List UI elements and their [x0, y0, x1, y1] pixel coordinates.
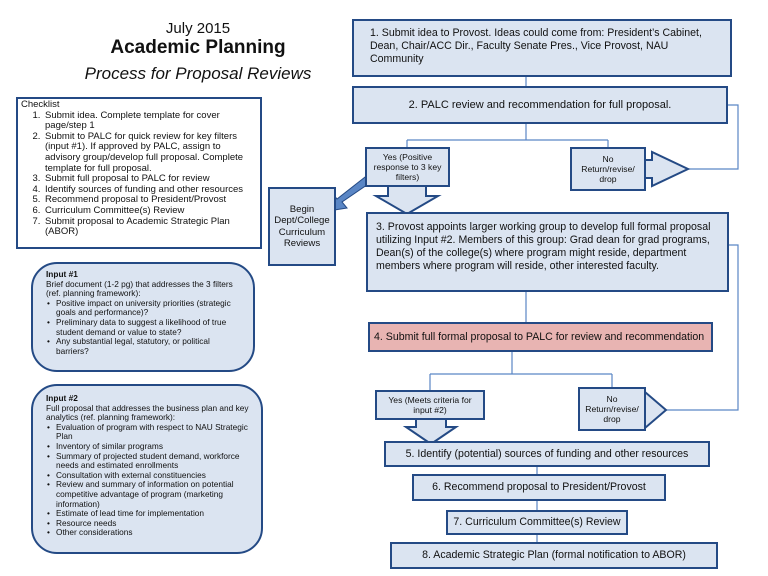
yes-arrow-down — [402, 418, 460, 446]
step-4-text: 4. Submit full formal proposal to PALC f… — [374, 330, 705, 343]
input1-box: Input #1 Brief document (1-2 pg) that ad… — [31, 262, 255, 372]
decision-yes-2-text: Yes (Meets criteria for input #2) — [388, 395, 472, 415]
decision-no-2-text: No Return/revise/ drop — [585, 394, 639, 424]
begin-reviews-box: Begin Dept/College Curriculum Reviews — [268, 187, 336, 266]
step-8-box: 8. Academic Strategic Plan (formal notif… — [390, 542, 718, 569]
step-7-text: 7. Curriculum Committee(s) Review — [453, 516, 621, 528]
input2-title: Input #2 — [46, 393, 78, 403]
step-1-box: 1. Submit idea to Provost. Ideas could c… — [352, 19, 732, 77]
step-6-box: 6. Recommend proposal to President/Provo… — [412, 474, 666, 501]
step-3-box: 3. Provost appoints larger working group… — [366, 212, 729, 292]
step-7-box: 7. Curriculum Committee(s) Review — [446, 510, 628, 535]
page-subtitle: Process for Proposal Reviews — [84, 64, 312, 83]
decision-no-2: No Return/revise/ drop — [578, 387, 646, 431]
input1-intro: Brief document (1-2 pg) that addresses t… — [46, 278, 233, 299]
input2-bullet: Other considerations — [47, 528, 251, 538]
checklist-item: Submit proposal to Academic Strategic Pl… — [43, 216, 257, 238]
decision-yes-2: Yes (Meets criteria for input #2) — [375, 390, 485, 420]
input2-bullet: Estimate of lead time for implementation — [47, 509, 251, 519]
step-2-text: 2. PALC review and recommendation for fu… — [408, 98, 672, 111]
checklist-item: Submit full proposal to PALC for review — [43, 174, 257, 185]
checklist-item: Submit to PALC for quick review for key … — [43, 131, 257, 174]
step-2-box: 2. PALC review and recommendation for fu… — [352, 86, 728, 124]
checklist-item: Identify sources of funding and other re… — [43, 184, 257, 196]
step-1-text: 1. Submit idea to Provost. Ideas could c… — [370, 27, 702, 65]
step-5-box: 5. Identify (potential) sources of fundi… — [384, 441, 710, 467]
input1-bullet: Positive impact on university priorities… — [47, 298, 243, 318]
loop-back-line — [666, 244, 739, 411]
begin-reviews-text: Begin Dept/College Curriculum Reviews — [274, 203, 330, 250]
checklist-box: Checklist Submit idea. Complete template… — [16, 97, 262, 249]
input2-intro: Full proposal that addresses the busines… — [46, 402, 249, 423]
decision-yes-1: Yes (Positive response to 3 key filters) — [365, 147, 450, 187]
step-4-box: 4. Submit full formal proposal to PALC f… — [368, 322, 713, 352]
input2-bullet: Resource needs — [47, 518, 251, 529]
decision-no-1: No Return/revise/ drop — [570, 147, 646, 191]
no-arrow-right — [644, 150, 691, 188]
checklist-item: Recommend proposal to President/Provost — [43, 195, 257, 206]
checklist-title: Checklist — [21, 99, 60, 110]
step-5-text: 5. Identify (potential) sources of fundi… — [405, 447, 689, 460]
input1-bullet: Preliminary data to suggest a likelihood… — [47, 317, 243, 337]
yes-arrow-down — [372, 185, 442, 216]
input2-bullet: Consultation with external constituencie… — [47, 470, 251, 481]
step-8-text: 8. Academic Strategic Plan (formal notif… — [422, 549, 686, 561]
decision-yes-1-text: Yes (Positive response to 3 key filters) — [373, 152, 442, 182]
date-label: July 2015 — [165, 20, 231, 37]
input2-bullet: Review and summary of information on pot… — [47, 480, 251, 509]
input2-box: Input #2 Full proposal that addresses th… — [31, 384, 263, 554]
input2-bullet: Inventory of similar programs — [47, 441, 251, 452]
input2-bullets: Evaluation of program with respect to NA… — [46, 422, 251, 538]
step-6-text: 6. Recommend proposal to President/Provo… — [432, 481, 646, 493]
input1-bullets: Positive impact on university priorities… — [46, 298, 243, 357]
input1-bullet: Any substantial legal, statutory, or pol… — [47, 336, 243, 356]
input2-bullet: Evaluation of program with respect to NA… — [47, 422, 251, 442]
loop-back-line — [688, 104, 739, 170]
input2-bullet: Summary of projected student demand, wor… — [47, 451, 251, 471]
page-title: Academic Planning — [110, 37, 286, 58]
step-3-text: 3. Provost appoints larger working group… — [376, 221, 711, 272]
input1-title: Input #1 — [46, 269, 78, 279]
decision-no-1-text: No Return/revise/ drop — [581, 154, 635, 184]
checklist-list: Submit idea. Complete template for cover… — [21, 110, 257, 238]
checklist-item: Curriculum Committee(s) Review — [43, 205, 257, 217]
checklist-item: Submit idea. Complete template for cover… — [43, 110, 257, 132]
